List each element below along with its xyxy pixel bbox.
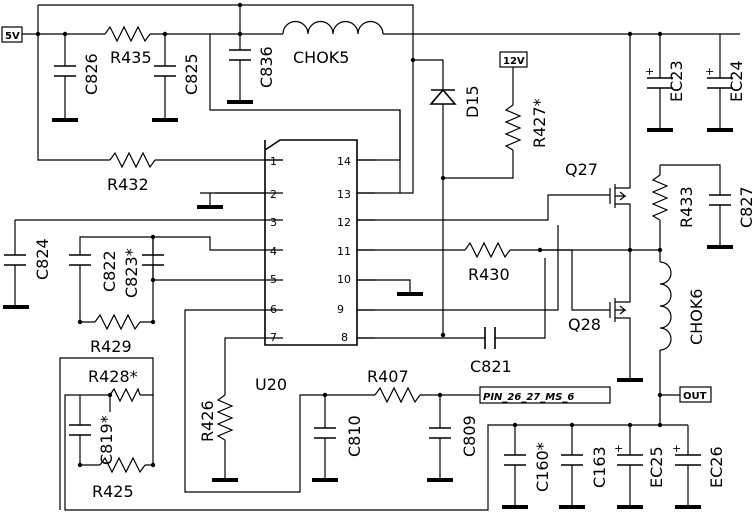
EC23-label: EC23	[667, 60, 686, 102]
R425-label: R425	[92, 482, 134, 501]
R429-label: R429	[90, 337, 132, 356]
EC24-capacitor	[707, 77, 733, 89]
EC24-label: EC24	[727, 60, 746, 102]
pin-3: 3	[270, 216, 277, 229]
svg-text:+: +	[645, 65, 654, 78]
Q27-mosfet	[609, 34, 631, 250]
pin-10: 10	[337, 273, 351, 286]
EC23-capacitor	[647, 77, 673, 89]
D15-label: D15	[463, 85, 482, 118]
net-5v-label: 5V	[5, 31, 20, 42]
C823-label: C823*	[122, 248, 141, 298]
CHOK5-label: CHOK5	[293, 48, 349, 67]
pin-9: 9	[337, 303, 344, 316]
net-12v-label: 12V	[503, 56, 525, 67]
CHOK6-label: CHOK6	[687, 289, 706, 345]
EC25-label: EC25	[647, 446, 666, 488]
C163-capacitor	[561, 454, 583, 466]
Q28-label: Q28	[568, 315, 601, 334]
C810-capacitor	[314, 427, 336, 439]
svg-text:+: +	[672, 442, 681, 455]
C821-capacitor	[484, 327, 496, 349]
R430-resistor	[464, 241, 511, 259]
R432-label: R432	[107, 175, 149, 194]
pin-12: 12	[337, 216, 351, 229]
C160-capacitor	[504, 454, 526, 466]
R435-label: R435	[110, 48, 152, 67]
C819-label: C819*	[97, 415, 116, 465]
C160-label: C160*	[533, 442, 552, 492]
pin-4: 4	[270, 245, 277, 258]
C836-label: C836	[257, 46, 276, 88]
R432-resistor	[109, 151, 156, 169]
Q28-mosfet	[609, 250, 631, 378]
pin-1: 1	[270, 155, 277, 168]
pin-net-box	[479, 386, 611, 404]
C810-label: C810	[345, 415, 364, 457]
pin-8: 8	[341, 331, 348, 344]
C823-capacitor	[142, 254, 164, 266]
pin-net-label: PIN_26_27_MS_6	[483, 392, 574, 403]
C824-capacitor	[4, 254, 26, 266]
CHOK5-inductor	[282, 20, 384, 35]
C819-capacitor	[69, 424, 91, 436]
R407-resistor	[374, 386, 421, 404]
pin-11: 11	[337, 245, 351, 258]
pin-13: 13	[337, 188, 351, 201]
C821-label: C821	[470, 357, 512, 376]
R429-resistor	[94, 313, 141, 331]
R426-label: R426	[198, 400, 217, 442]
C827-capacitor	[709, 194, 731, 206]
R435-resistor	[104, 25, 151, 43]
R428-resistor	[109, 387, 141, 403]
D15-diode	[429, 88, 457, 105]
R430-label: R430	[468, 265, 510, 284]
EC26-capacitor	[675, 454, 701, 466]
C809-label: C809	[460, 415, 479, 457]
C825-label: C825	[182, 53, 201, 95]
U20-label: U20	[255, 375, 287, 394]
pin-14: 14	[337, 155, 351, 168]
C827-label: C827	[737, 186, 752, 228]
R428-label: R428*	[88, 367, 138, 386]
U20-ic-body	[264, 139, 358, 346]
C825-capacitor	[154, 65, 176, 77]
C836-capacitor	[229, 49, 251, 61]
C826-label: C826	[82, 53, 101, 95]
Q27-label: Q27	[565, 160, 598, 179]
net-out-label: OUT	[683, 391, 707, 402]
C826-capacitor	[54, 65, 76, 77]
R427-resistor	[504, 104, 522, 151]
C824-label: C824	[33, 238, 52, 280]
R427-label: R427*	[530, 98, 549, 148]
C809-capacitor	[429, 427, 451, 439]
C822-label: C822	[100, 250, 119, 292]
R426-resistor	[216, 394, 234, 441]
EC25-capacitor	[617, 454, 643, 466]
pin-2: 2	[270, 188, 277, 201]
svg-text:+: +	[614, 442, 623, 455]
svg-text:+: +	[705, 65, 714, 78]
R407-label: R407	[367, 367, 409, 386]
R433-resistor	[651, 174, 669, 221]
R425-resistor	[99, 456, 146, 474]
CHOK6-inductor	[659, 261, 672, 351]
R433-label: R433	[677, 186, 696, 228]
C822-capacitor	[69, 254, 91, 266]
EC26-label: EC26	[707, 446, 726, 488]
C163-label: C163	[590, 446, 609, 488]
